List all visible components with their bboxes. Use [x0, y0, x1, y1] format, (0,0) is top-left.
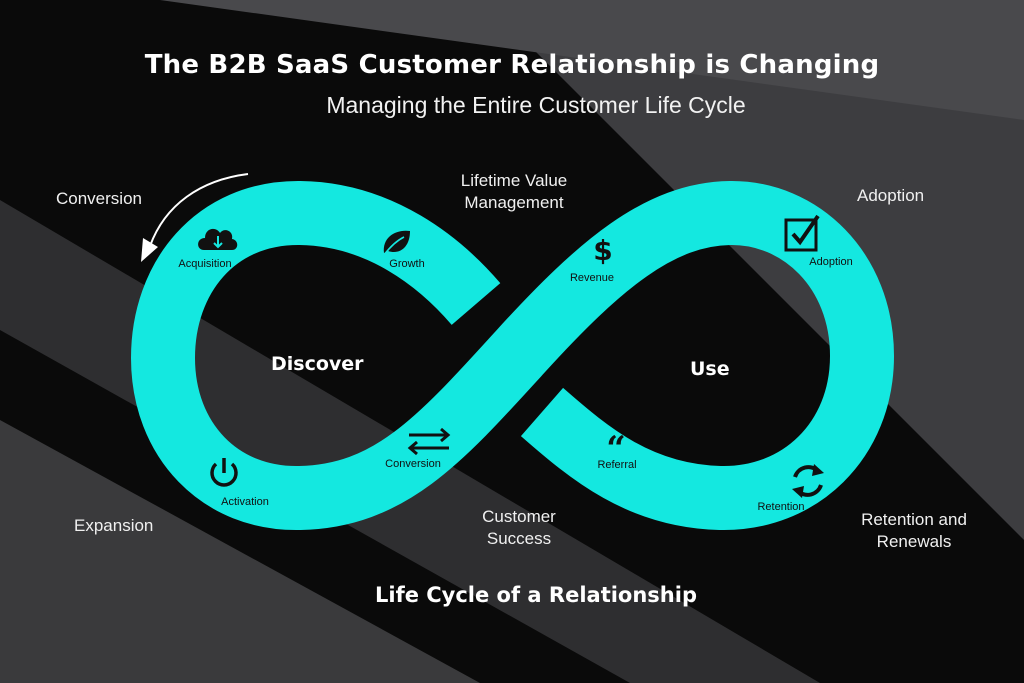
retention-renewals-line2: Renewals — [876, 532, 952, 551]
cloud-download-icon — [198, 228, 238, 250]
lifetime-value-line1: Lifetime Value — [460, 171, 568, 190]
lifetime-value-line2: Management — [464, 193, 564, 212]
curved-arrow-icon — [149, 173, 249, 247]
stage-revenue-label: Revenue — [569, 272, 615, 284]
background-band — [0, 0, 1024, 540]
stage-retention-label: Retention — [757, 501, 805, 513]
lifetime-value-label: Lifetime Value Management — [444, 170, 584, 214]
leaf-icon — [383, 230, 410, 256]
background-band — [0, 420, 480, 683]
refresh-icon — [792, 464, 824, 498]
retention-renewals-label: Retention and Renewals — [843, 509, 985, 553]
quote-icon: “ — [606, 429, 626, 469]
customer-success-label: Customer Success — [459, 506, 579, 550]
conversion-label: Conversion — [56, 189, 142, 208]
customer-success-line1: Customer — [482, 507, 556, 526]
stage-adoption-label: Adoption — [809, 256, 853, 268]
stage-growth-label: Growth — [389, 258, 425, 270]
power-icon — [210, 458, 238, 487]
svg-text:“: “ — [606, 429, 626, 469]
checkbox-icon — [784, 214, 820, 252]
arrow-head-icon — [141, 238, 158, 262]
dollar-icon: $ — [593, 234, 612, 267]
customer-success-line2: Success — [486, 529, 552, 548]
footer-caption: Life Cycle of a Relationship — [374, 583, 697, 607]
svg-text:$: $ — [593, 234, 612, 267]
background-band — [160, 0, 1024, 120]
stage-acquisition-label: Acquisition — [178, 258, 232, 270]
use-label: Use — [690, 358, 730, 380]
retention-renewals-line1: Retention and — [861, 510, 967, 529]
stage-activation-label: Activation — [221, 496, 269, 508]
page-title: The B2B SaaS Customer Relationship is Ch… — [144, 50, 880, 80]
swap-arrows-icon — [407, 427, 451, 456]
expansion-label: Expansion — [74, 516, 154, 535]
page-subtitle: Managing the Entire Customer Life Cycle — [326, 92, 746, 118]
discover-label: Discover — [271, 353, 364, 375]
stage-conversion-label: Conversion — [385, 458, 441, 470]
adoption-label: Adoption — [857, 186, 925, 205]
stage-referral-label: Referral — [597, 459, 637, 471]
